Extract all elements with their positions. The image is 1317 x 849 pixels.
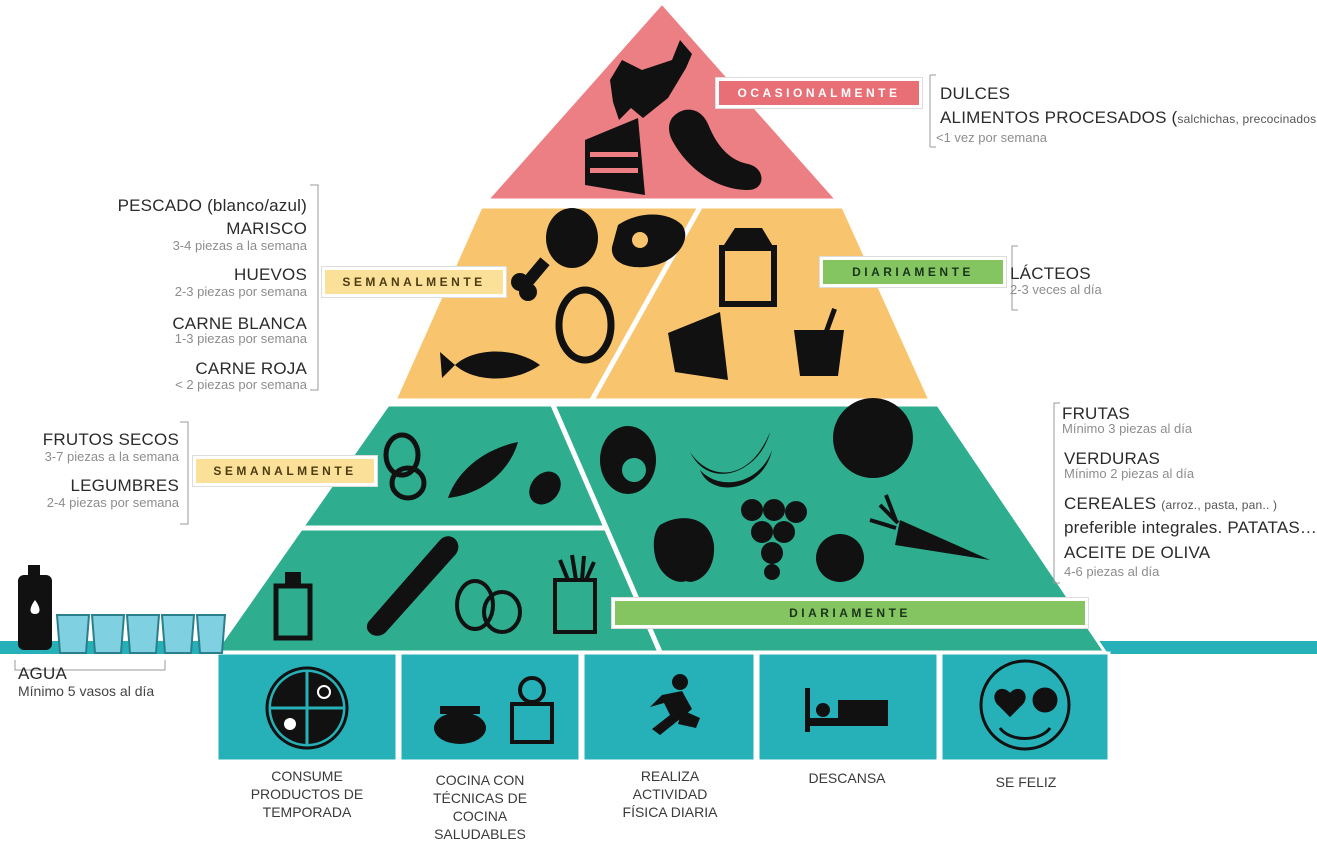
freq-carne-roja: < 2 piezas por semana — [175, 377, 307, 392]
freq-legumbres: 2-4 piezas por semana — [46, 495, 179, 510]
happy-face-icon — [979, 659, 1071, 751]
cheese-icon — [668, 312, 728, 380]
peanut-icon — [529, 471, 561, 505]
water-bottle-icon — [18, 565, 52, 650]
water-freq: Mínimo 5 vasos al día — [18, 683, 155, 699]
egg-icon — [555, 286, 615, 364]
habits-row — [215, 651, 1111, 763]
band-semanalmente-bottom: SEMANALMENTE — [193, 456, 377, 486]
yogurt-icon — [794, 308, 844, 376]
item-frutos-secos: FRUTOS SECOS — [42, 430, 179, 449]
item-frutas: FRUTAS — [1062, 404, 1130, 423]
candy-icon — [610, 40, 692, 120]
habit-caption-cocina: COCINA CON TÉCNICAS DE COCINA SALUDABLES — [432, 772, 528, 842]
water-glasses-icon — [55, 614, 227, 654]
band-diariamente-base: DIARIAMENTE — [612, 598, 1088, 628]
processed-label: ALIMENTOS PROCESADOS ( — [940, 108, 1178, 127]
habit-caption-descansa: DESCANSA — [808, 770, 886, 786]
processed-note: salchichas, precocinados…) — [1177, 112, 1317, 126]
item-processed: ALIMENTOS PROCESADOS (salchichas, precoc… — [940, 108, 1317, 128]
oil-bottle-icon — [273, 572, 313, 641]
sausage-icon — [669, 109, 762, 190]
pea-pod-icon — [448, 442, 518, 498]
band-diariamente-lacteos: DIARIAMENTE — [820, 257, 1006, 287]
steak-icon — [611, 214, 686, 268]
grapes-icon — [741, 499, 807, 580]
cake-slice-icon — [585, 118, 645, 195]
habit-caption-actividad: REALIZA ACTIVIDAD FÍSICA DIARIA — [622, 768, 718, 820]
item-legumbres: LEGUMBRES — [70, 476, 179, 495]
item-aceite: ACEITE DE OLIVA — [1064, 543, 1211, 562]
item-dulces: DULCES — [940, 84, 1011, 103]
freq-carne-blanca: 1-3 piezas por semana — [174, 331, 307, 346]
water-title: AGUA — [18, 664, 67, 683]
cereales-note: (arroz., pasta, pan.. ) — [1161, 498, 1278, 512]
item-integrales: preferible integrales. PATATAS… — [1064, 518, 1317, 537]
cabbage-icon — [833, 398, 913, 478]
habit-caption-feliz: SE FELIZ — [995, 774, 1057, 790]
item-verduras: VERDURAS — [1064, 449, 1161, 468]
bed-icon — [805, 688, 888, 732]
carrot-icon — [869, 494, 990, 560]
chicken-leg-icon — [511, 208, 598, 301]
bananas-icon — [690, 432, 772, 488]
item-huevos: HUEVOS — [234, 265, 307, 284]
baguette-icon — [366, 536, 459, 636]
freq-frutos-secos: 3-7 piezas a la semana — [44, 449, 179, 464]
item-lacteos: LÁCTEOS — [1010, 264, 1091, 283]
avocado-icon — [600, 426, 656, 494]
item-carne-blanca: CARNE BLANCA — [172, 314, 307, 333]
tomato-icon — [816, 534, 864, 582]
wheat-bag-icon — [553, 554, 597, 634]
cereales-label: CEREALES — [1064, 494, 1157, 513]
milk-carton-icon — [719, 228, 777, 307]
band-semanalmente-top: SEMANALMENTE — [322, 267, 506, 297]
top-frequency: <1 vez por semana — [936, 130, 1047, 145]
item-carne-roja: CARNE ROJA — [195, 359, 307, 378]
running-person-icon — [650, 674, 700, 735]
freq-marisco: 3-4 piezas a la semana — [172, 238, 307, 253]
fish-icon — [440, 351, 540, 379]
item-marisco: MARISCO — [226, 219, 307, 238]
freq-huevos: 2-3 piezas por semana — [174, 284, 307, 299]
item-pescado: PESCADO (blanco/azul) — [117, 196, 307, 215]
item-cereales: CEREALES (arroz., pasta, pan.. ) — [1064, 494, 1277, 514]
freq-aceite: 4-6 piezas al día — [1064, 564, 1160, 579]
tier-second — [392, 205, 933, 402]
freq-verduras: Mínimo 2 piezas al día — [1064, 466, 1195, 481]
chef-pot-icon — [434, 676, 554, 744]
seasons-icon — [265, 666, 349, 750]
potatoes-icon — [455, 579, 522, 634]
habit-caption-temporada: CONSUME PRODUCTOS DE TEMPORADA — [250, 768, 364, 820]
apple-icon — [653, 518, 715, 582]
band-ocasionalmente: OCASIONALMENTE — [716, 78, 922, 108]
beans-icon — [383, 432, 427, 501]
freq-frutas: Mínimo 3 piezas al día — [1062, 421, 1193, 436]
freq-lacteos: 2-3 veces al día — [1010, 282, 1102, 297]
